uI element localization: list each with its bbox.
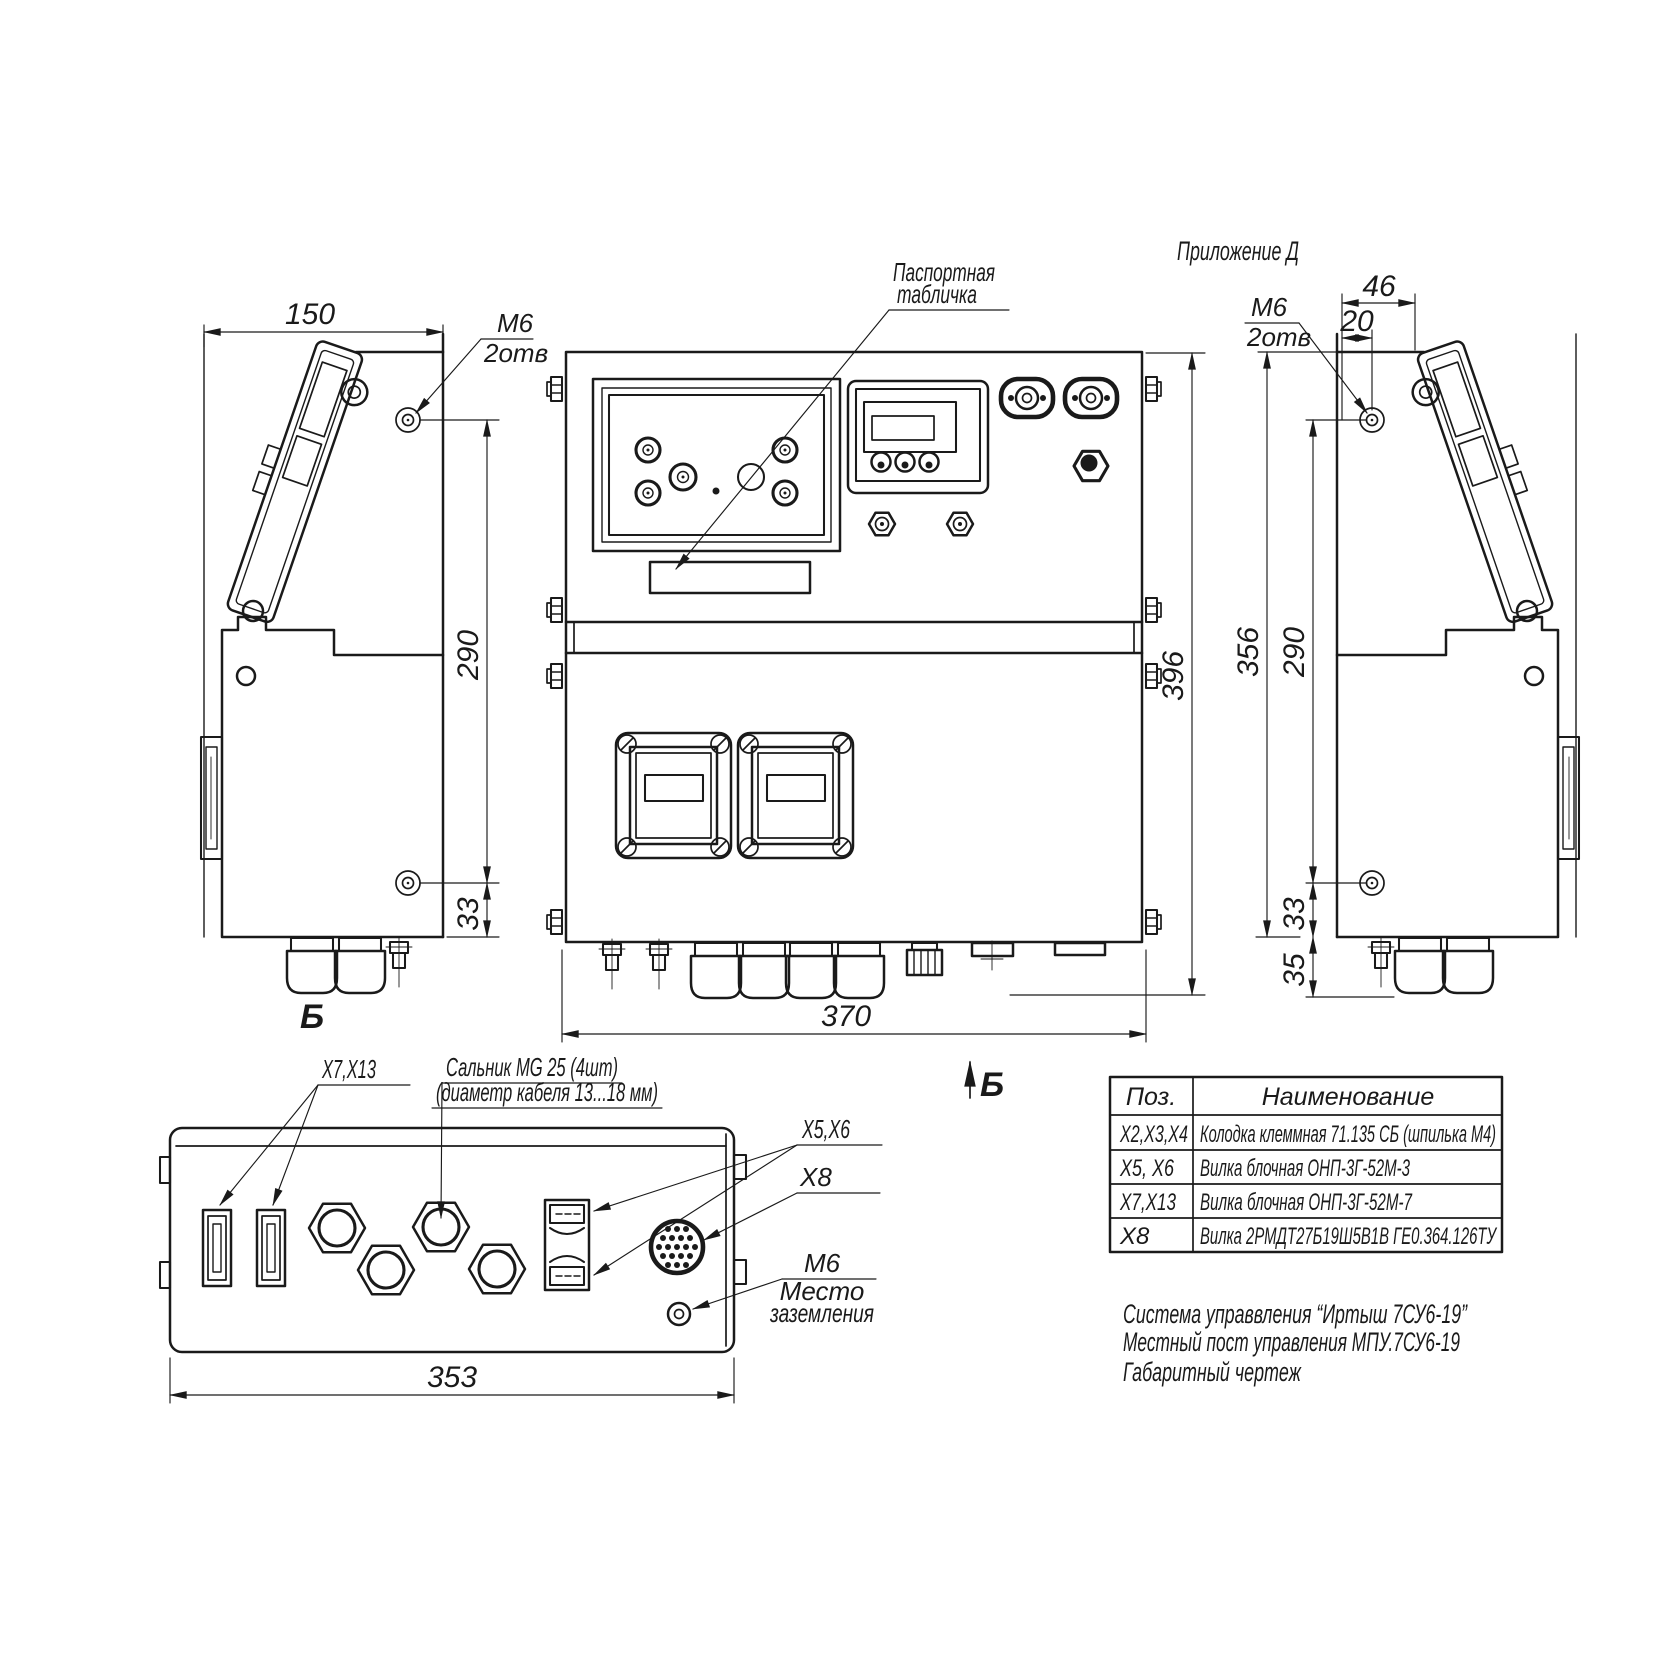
pushbutton-right (1062, 376, 1120, 420)
dim-right-46: 46 (1362, 270, 1396, 303)
indicator-lamps (634, 436, 799, 507)
row2-name: Вилка блочная ОНП-3Г-52М-3 (1200, 1155, 1410, 1182)
table-row: X5, X6 Вилка блочная ОНП-3Г-52М-3 (1119, 1155, 1410, 1182)
pushbutton-left (998, 376, 1056, 420)
display-buttons (870, 451, 940, 473)
grounding-point (666, 1301, 692, 1327)
dim-front-width: 370 (821, 1000, 871, 1033)
note-post: Местный пост управления МПУ.7СУ6-19 (1123, 1327, 1460, 1357)
table-header-name: Наименование (1262, 1083, 1435, 1111)
dim-left-290: 290 (452, 630, 485, 681)
callout-x7-x13: X7,X13 (321, 1054, 376, 1084)
connector-x8 (648, 1218, 706, 1276)
callout-gland-line2: (диаметр кабеля 13...18 мм) (436, 1077, 658, 1107)
dim-right-290: 290 (1278, 627, 1311, 678)
section-marker: Б (964, 1060, 1004, 1104)
bottom-view: X7,X13 Сальник MG 25 (4шт) (диаметр кабе… (158, 1052, 883, 1404)
left-section-letter: Б (300, 998, 324, 1036)
right-holes-label: 2отв (1246, 322, 1311, 352)
table-row: X7,X13 Вилка блочная ОНП-3Г-52М-7 (1119, 1189, 1413, 1216)
dim-left-33: 33 (452, 897, 485, 931)
hex-nuts (867, 511, 975, 537)
right-side-view: Приложение Д 46 20 М6 2отв 356 290 33 35 (1177, 236, 1579, 999)
cable-glands (307, 1201, 527, 1296)
connector-x5-x6 (543, 1198, 591, 1292)
dim-front-height: 396 (1157, 651, 1190, 701)
note-system: Система управвления “Иртыш 7СУ6-19” (1123, 1299, 1468, 1329)
left-thread-label: М6 (497, 308, 534, 338)
bottom-connector (905, 941, 944, 977)
left-holes-label: 2отв (483, 338, 548, 368)
dim-right-356: 356 (1232, 627, 1265, 677)
callout-gland-line1: Сальник MG 25 (4шт) (446, 1052, 618, 1082)
connector-x13 (255, 1208, 287, 1288)
left-side-view: 150 М6 2отв 290 33 Б (201, 298, 548, 1036)
row4-pos: X8 (1119, 1223, 1150, 1250)
dim-right-35: 35 (1278, 953, 1311, 987)
title-notes: Система управвления “Иртыш 7СУ6-19” Мест… (1123, 1299, 1468, 1387)
nameplate-callout-line1: Паспортная (893, 257, 995, 287)
callout-x5-x6: X5,X6 (801, 1114, 850, 1144)
row2-pos: X5, X6 (1119, 1155, 1174, 1182)
right-thread-label: М6 (1251, 292, 1288, 322)
dim-right-33: 33 (1278, 897, 1311, 931)
table-row: X8 Вилка 2РМДТ27Б19Ш5В1В ГЕ0.364.126ТУ (1119, 1223, 1498, 1250)
bottom-fittings (597, 937, 1107, 1000)
terminal-cover-right (736, 731, 855, 860)
nameplate (648, 560, 812, 595)
nameplate-callout-line2: табличка (897, 279, 977, 309)
connector-x7 (201, 1208, 233, 1288)
table-row: X2,X3,X4 Колодка клеммная 71.135 СБ (шпи… (1119, 1121, 1496, 1148)
callout-x8: X8 (799, 1162, 832, 1192)
row1-pos: X2,X3,X4 (1119, 1121, 1188, 1148)
dim-bottom-width: 353 (427, 1361, 477, 1394)
table-header-pos: Поз. (1126, 1083, 1176, 1111)
section-marker-letter: Б (980, 1066, 1004, 1104)
row4-name: Вилка 2РМДТ27Б19Ш5В1В ГЕ0.364.126ТУ (1200, 1223, 1498, 1250)
parts-table: Поз. Наименование X2,X3,X4 Колодка клемм… (1108, 1075, 1504, 1254)
dim-right-20: 20 (1339, 305, 1374, 338)
front-view: Паспортная табличка 370 396 (545, 257, 1206, 1043)
bottom-socket (970, 940, 1015, 971)
callout-ground-line1: Место (780, 1276, 865, 1306)
door-window (591, 377, 842, 553)
row1-name: Колодка клеммная 71.135 СБ (шпилька М4) (1200, 1121, 1496, 1148)
display-unit (846, 379, 990, 495)
callout-ground-thread: М6 (804, 1248, 841, 1278)
bottom-pocket (1053, 941, 1107, 957)
bottom-view-outline (168, 1126, 736, 1354)
terminal-cover-left (614, 731, 733, 860)
note-type: Габаритный чертеж (1123, 1357, 1302, 1387)
hex-button (1072, 449, 1110, 483)
row3-pos: X7,X13 (1119, 1189, 1176, 1216)
row3-name: Вилка блочная ОНП-3Г-52М-7 (1200, 1189, 1413, 1216)
appendix-title: Приложение Д (1177, 236, 1299, 266)
callout-ground-line2: заземления (769, 1298, 874, 1328)
dim-left-width: 150 (285, 298, 335, 331)
